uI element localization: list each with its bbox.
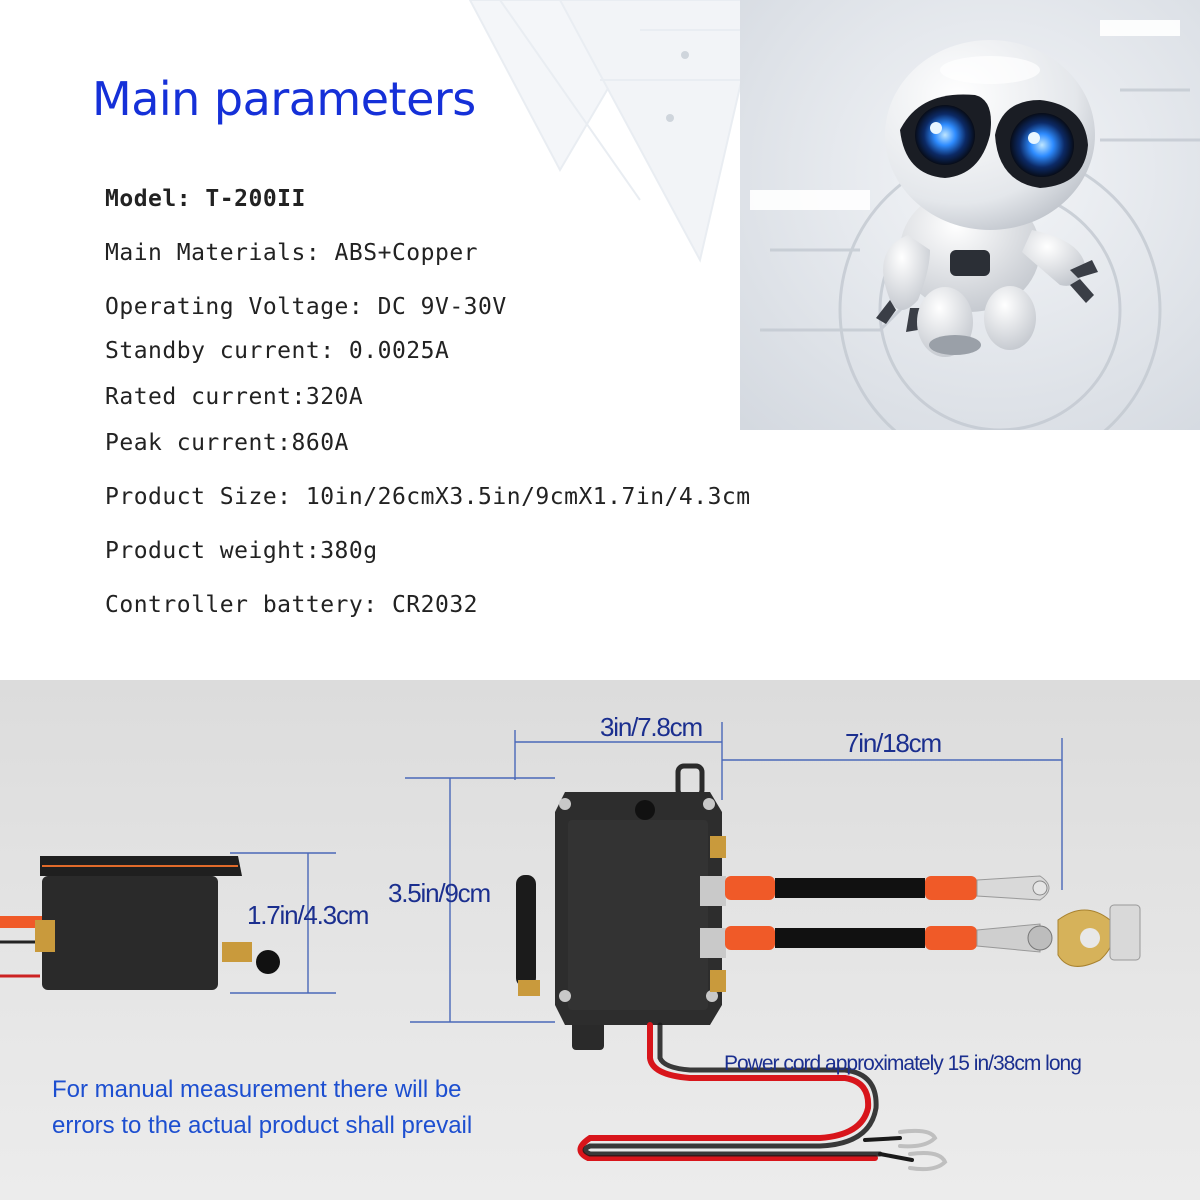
robot-illustration [740, 0, 1200, 430]
dimension-thickness-label: 1.7in/4.3cm [247, 900, 369, 930]
circuit-background [468, 0, 762, 263]
param-product-size: Product Size: 10in/26cmX3.5in/9cmX1.7in/… [105, 484, 751, 510]
dimension-cable-length-label: 7in/18cm [845, 728, 942, 758]
power-cord [577, 1022, 948, 1172]
disclaimer-line-1: For manual measurement there will be [52, 1076, 462, 1103]
main-unit [516, 763, 726, 1050]
disclaimer-line-2: errors to the actual product shall preva… [52, 1112, 473, 1139]
product-dimension-diagram [0, 722, 1141, 1172]
battery-cables [725, 875, 1141, 967]
param-rated-current: Rated current:320A [105, 384, 364, 410]
param-model: Model: T-200II [105, 186, 306, 212]
dimension-width-label: 3in/7.8cm [600, 712, 703, 742]
param-materials: Main Materials: ABS+Copper [105, 240, 479, 266]
param-voltage: Operating Voltage: DC 9V-30V [105, 294, 507, 320]
param-battery: Controller battery: CR2032 [105, 592, 479, 618]
measurement-disclaimer: For manual measurement there will be err… [52, 1072, 472, 1144]
dimensions-section: 3in/7.8cm 7in/18cm 3.5in/9cm 1.7in/4.3cm… [0, 680, 1200, 1200]
param-weight: Product weight:380g [105, 538, 378, 564]
side-view-unit [0, 856, 280, 990]
dimension-height-label: 3.5in/9cm [388, 878, 491, 908]
param-peak-current: Peak current:860A [105, 430, 349, 456]
power-cord-note: Power cord approximately 15 in/38cm long [724, 1052, 1082, 1075]
parameters-section: Main parameters Model: T-200II Main Mate… [92, 0, 1200, 618]
page-title: Main parameters [92, 72, 476, 126]
param-standby-current: Standby current: 0.0025A [105, 338, 450, 364]
